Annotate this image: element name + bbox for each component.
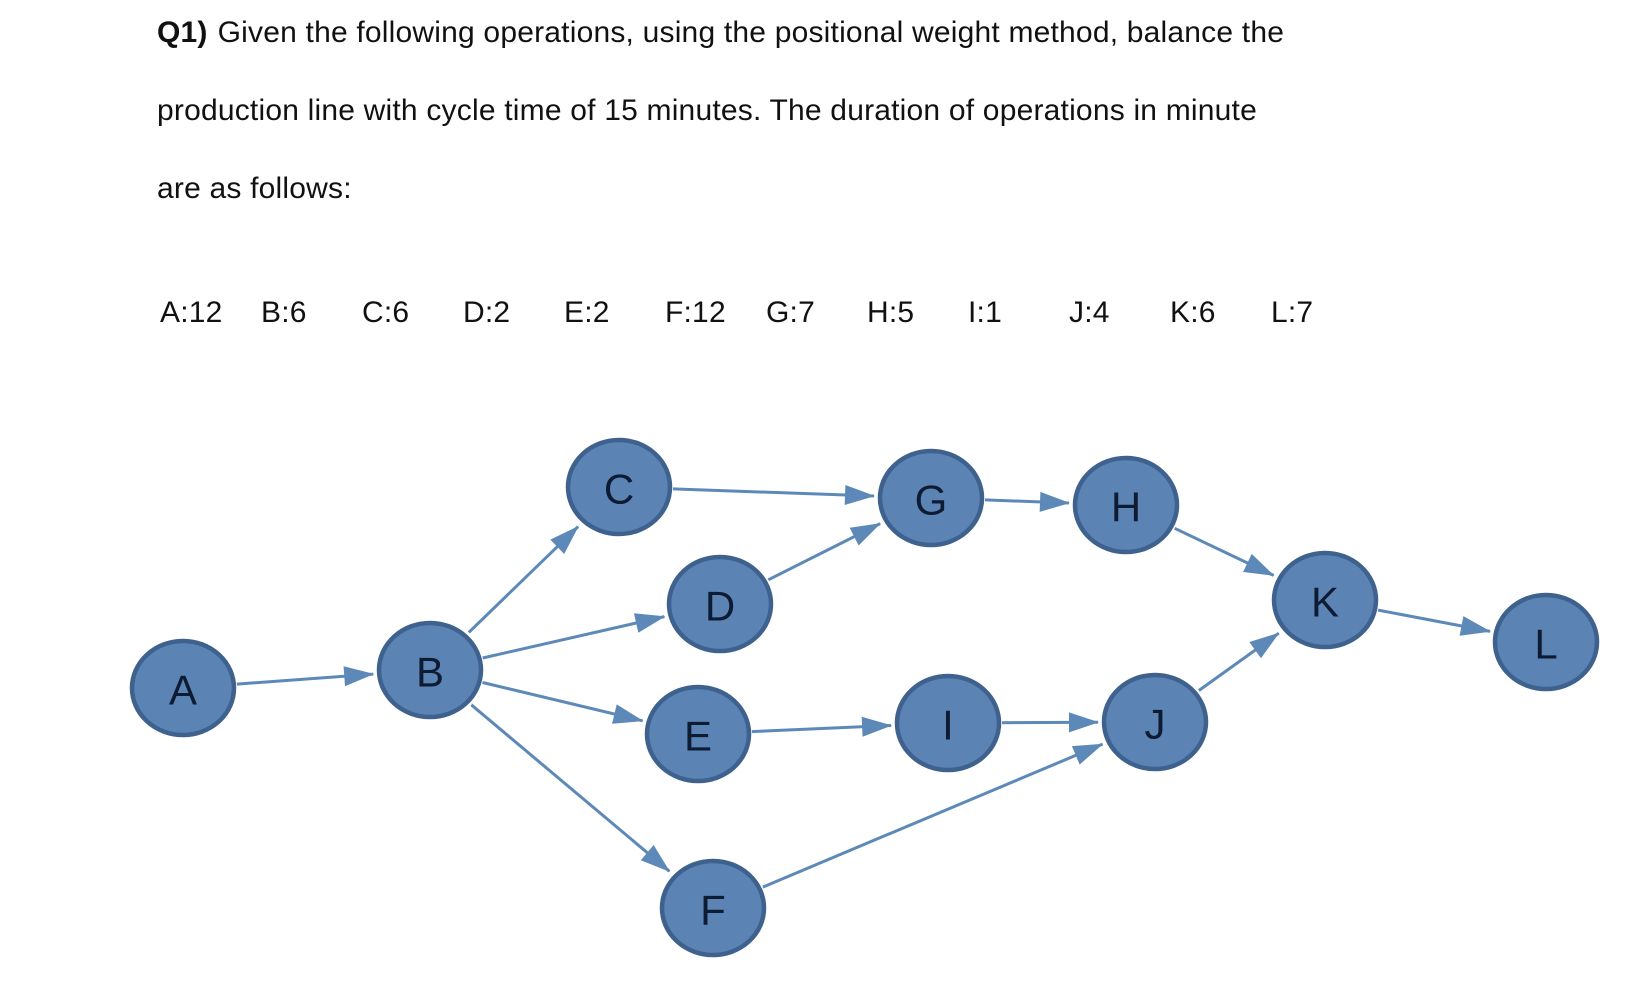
question-text: Q1) Given the following operations, using… (157, 0, 1497, 228)
duration-item: G:7 (766, 296, 815, 329)
edge-B-E (482, 681, 644, 724)
edge-A-B (236, 666, 375, 687)
question-line-2: production line with cycle time of 15 mi… (157, 94, 1257, 127)
durations-row: A:12 B:6 C:6 D:2 E:2 F:12 G:7 H:5 I:1 J:4 K:6 L:7 (160, 295, 1372, 331)
edge-B-C (467, 525, 580, 634)
edge-E-I (751, 716, 893, 737)
node-B-label: B (416, 649, 444, 696)
question-line-1: Q1) Given the following operations, using… (157, 0, 1497, 72)
duration-item: K:6 (1170, 296, 1216, 329)
graph-node-G: G (877, 448, 985, 548)
edge-B-F (470, 703, 671, 873)
node-A-circle (129, 638, 237, 738)
graph-node-D: D (666, 554, 774, 654)
edge-C-G (672, 484, 875, 505)
node-G-circle (877, 448, 985, 548)
graph-node-K: K (1271, 550, 1379, 650)
graph-node-L: L (1492, 592, 1600, 692)
node-E-circle (644, 684, 752, 784)
duration-item: F:12 (665, 296, 726, 329)
edge-G-H (984, 491, 1070, 512)
node-E-label: E (684, 713, 712, 760)
edge-D-G (767, 522, 881, 582)
node-I-circle (894, 673, 1002, 773)
duration-item: I:1 (968, 296, 1002, 329)
question-line-1-text: Given the following operations, using th… (217, 16, 1285, 49)
edge-J-K (1198, 631, 1280, 692)
edge-H-K (1174, 526, 1275, 577)
duration-item: B:6 (261, 296, 307, 329)
node-J-circle (1101, 672, 1209, 772)
node-D-label: D (705, 583, 735, 630)
node-C-circle (565, 437, 673, 537)
duration-item: E:2 (564, 296, 610, 329)
node-H-circle (1072, 455, 1180, 555)
duration-item: A:12 (160, 296, 223, 329)
duration-item: C:6 (362, 296, 410, 329)
node-K-circle (1271, 550, 1379, 650)
graph-node-J: J (1101, 672, 1209, 772)
question-line-3: are as follows: (157, 172, 352, 205)
duration-item: L:7 (1271, 296, 1314, 329)
graph-node-B: B (376, 620, 484, 720)
graph-node-H: H (1072, 455, 1180, 555)
node-F-circle (659, 858, 767, 958)
duration-item: H:5 (867, 296, 915, 329)
edge-F-J (762, 742, 1104, 889)
node-L-circle (1492, 592, 1600, 692)
node-G-label: G (915, 477, 948, 524)
node-A-label: A (169, 667, 197, 714)
node-L-label: L (1534, 621, 1557, 668)
graph-node-F: F (659, 858, 767, 958)
node-I-label: I (942, 702, 954, 749)
node-D-circle (666, 554, 774, 654)
node-K-label: K (1311, 579, 1339, 626)
graph-node-E: E (644, 684, 752, 784)
node-H-label: H (1111, 484, 1141, 531)
duration-item: D:2 (463, 296, 511, 329)
graph-node-C: C (565, 437, 673, 537)
node-J-label: J (1145, 701, 1166, 748)
edge-K-L (1377, 608, 1491, 636)
graph-node-A: A (129, 638, 237, 738)
question-number: Q1) (157, 16, 208, 49)
node-B-circle (376, 620, 484, 720)
node-C-label: C (604, 466, 634, 513)
graph-node-I: I (894, 673, 1002, 773)
edge-B-D (482, 613, 666, 660)
duration-item: J:4 (1069, 296, 1110, 329)
node-F-label: F (700, 887, 726, 934)
